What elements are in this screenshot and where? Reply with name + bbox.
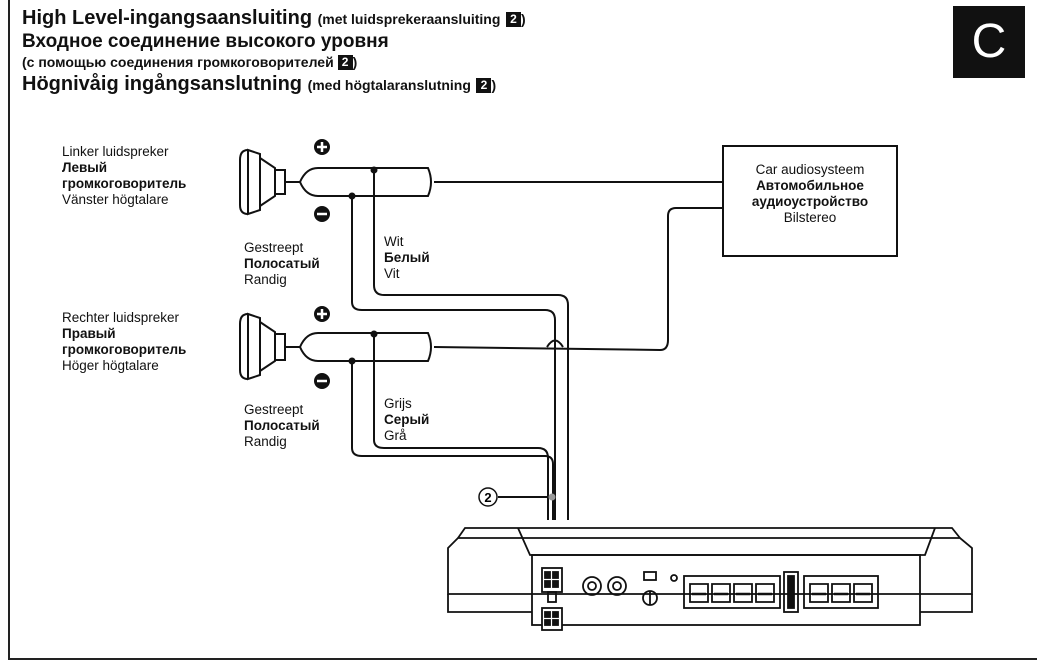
ref-badge: 2 — [337, 55, 353, 70]
title-russian-detail: (с помощью соединения громкоговорителей … — [22, 52, 526, 72]
page-frame — [8, 0, 1037, 660]
grey-nl: Grijs — [384, 396, 412, 411]
striped-ru: Полосатый — [244, 418, 320, 433]
left-speaker-label: Linker luidspreker Левый громкоговорител… — [62, 144, 232, 208]
car-audio-ru: Автомобильное аудиоустройство — [751, 178, 869, 209]
title-swedish-detail: (med högtalaranslutning — [307, 77, 471, 93]
left-speaker-nl: Linker luidspreker — [62, 144, 169, 159]
striped-nl: Gestreept — [244, 402, 304, 417]
striped-sv: Randig — [244, 272, 287, 287]
paren: ) — [491, 77, 497, 93]
striped-label-bottom: Gestreept Полосатый Randig — [244, 402, 320, 450]
title-dutch: High Level-ingangsaansluiting (met luids… — [22, 6, 526, 31]
title-swedish-main: Högnivåig ingångsanslutning — [22, 73, 302, 95]
plus-circle-icon — [314, 139, 330, 155]
connector-callout: 2 — [478, 487, 498, 507]
plus-circle-icon — [314, 306, 330, 322]
white-ru: Белый — [384, 250, 430, 265]
left-speaker-sv: Vänster högtalare — [62, 192, 169, 207]
minus-circle-icon — [314, 206, 330, 222]
title-russian-main: Входное соединение высокого уровня — [22, 31, 389, 52]
car-audio-sv: Bilstereo — [783, 210, 837, 225]
speaker-icon — [239, 312, 286, 381]
minus-circle-icon — [314, 373, 330, 389]
ref-badge: 2 — [505, 12, 521, 27]
striped-nl: Gestreept — [244, 240, 304, 255]
car-audio-box — [722, 145, 898, 257]
title-block: High Level-ingangsaansluiting (met luids… — [22, 6, 526, 97]
speaker-icon — [239, 148, 286, 216]
striped-ru: Полосатый — [244, 256, 320, 271]
right-speaker-label: Rechter luidspreker Правый громкоговорит… — [62, 310, 232, 374]
panel-letter-badge: C — [953, 6, 1025, 78]
connector-callout-number: 2 — [484, 490, 491, 505]
striped-sv: Randig — [244, 434, 287, 449]
car-audio-nl: Car audiosysteem — [755, 162, 865, 177]
title-swedish: Högnivåig ingångsanslutning (med högtala… — [22, 72, 526, 97]
right-speaker-sv: Höger högtalare — [62, 358, 159, 373]
right-speaker-nl: Rechter luidspreker — [62, 310, 180, 325]
white-nl: Wit — [384, 234, 404, 249]
title-russian-detail-text: (с помощью соединения громкоговорителей — [22, 54, 334, 70]
grey-wire-label: Grijs Серый Grå — [384, 396, 429, 444]
grey-ru: Серый — [384, 412, 430, 427]
paren: ) — [520, 11, 526, 27]
paren: ) — [352, 54, 358, 70]
white-sv: Vit — [384, 266, 400, 281]
car-audio-label: Car audiosysteem Автомобильное аудиоустр… — [723, 162, 897, 226]
amplifier-icon — [447, 527, 973, 631]
title-dutch-main: High Level-ingangsaansluiting — [22, 7, 313, 29]
striped-label-top: Gestreept Полосатый Randig — [244, 240, 320, 288]
left-speaker-ru: Левый громкоговоритель — [62, 160, 187, 191]
white-wire-label: Wit Белый Vit — [384, 234, 430, 282]
ref-badge: 2 — [476, 78, 492, 93]
grey-sv: Grå — [384, 428, 407, 443]
title-dutch-detail: (met luidsprekeraansluiting — [317, 11, 501, 27]
right-speaker-ru: Правый громкоговоритель — [62, 326, 187, 357]
